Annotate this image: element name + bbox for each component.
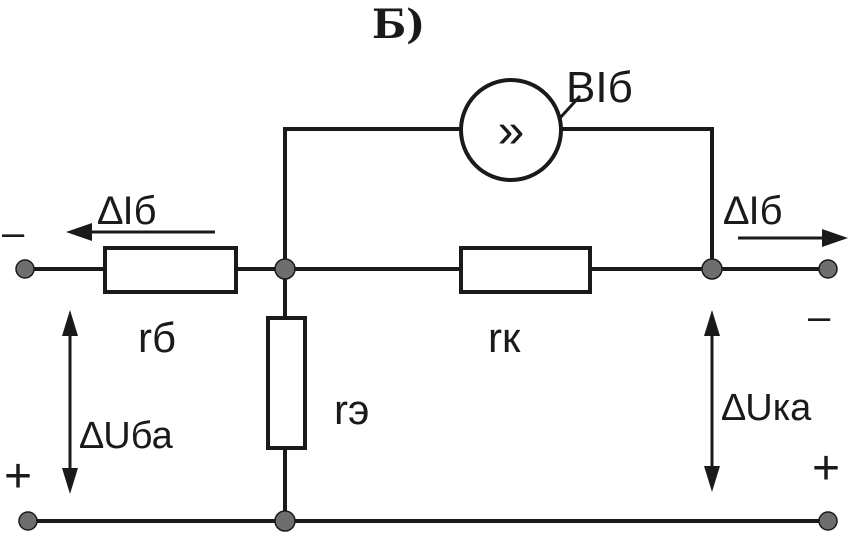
node-collector xyxy=(701,258,723,280)
resistor-rb xyxy=(103,246,238,294)
current-source-symbol: » xyxy=(498,105,525,158)
source-label: BIб xyxy=(566,63,633,112)
diagram-title: Б) xyxy=(372,1,425,48)
arrow-input-voltage-head-up xyxy=(62,310,78,336)
label-re: rэ xyxy=(334,386,369,433)
wire-top-left-branch xyxy=(283,127,462,271)
wire-top-right-branch xyxy=(560,127,714,271)
label-rk: rк xyxy=(488,314,521,361)
source-label-leader xyxy=(558,94,582,120)
polarity-left-bottom: + xyxy=(4,450,32,503)
arrow-input-current-head xyxy=(66,223,92,241)
label-delta-i-input: ∆Iб xyxy=(98,189,157,233)
arrow-output-voltage-head-up xyxy=(704,310,720,336)
terminal-left-top xyxy=(15,259,35,279)
polarity-left-top: – xyxy=(2,211,25,255)
label-delta-u-output: ∆Uка xyxy=(722,387,812,429)
arrow-output-current-head xyxy=(822,229,848,247)
current-source xyxy=(459,78,563,182)
node-base xyxy=(274,258,296,280)
terminal-right-bottom xyxy=(818,511,838,531)
terminal-left-bottom xyxy=(18,511,38,531)
terminal-right-top xyxy=(818,259,838,279)
label-delta-u-input: ∆Uба xyxy=(80,415,174,457)
label-rb: rб xyxy=(138,314,176,361)
polarity-right-bottom: + xyxy=(812,442,840,495)
polarity-right-top: – xyxy=(808,295,831,339)
label-delta-i-output: ∆Iб xyxy=(724,189,783,233)
arrow-input-voltage-head-down xyxy=(62,468,78,494)
arrow-output-voltage-head-down xyxy=(704,466,720,492)
resistor-re xyxy=(266,316,307,450)
node-common xyxy=(274,510,296,532)
resistor-rk xyxy=(459,246,592,294)
